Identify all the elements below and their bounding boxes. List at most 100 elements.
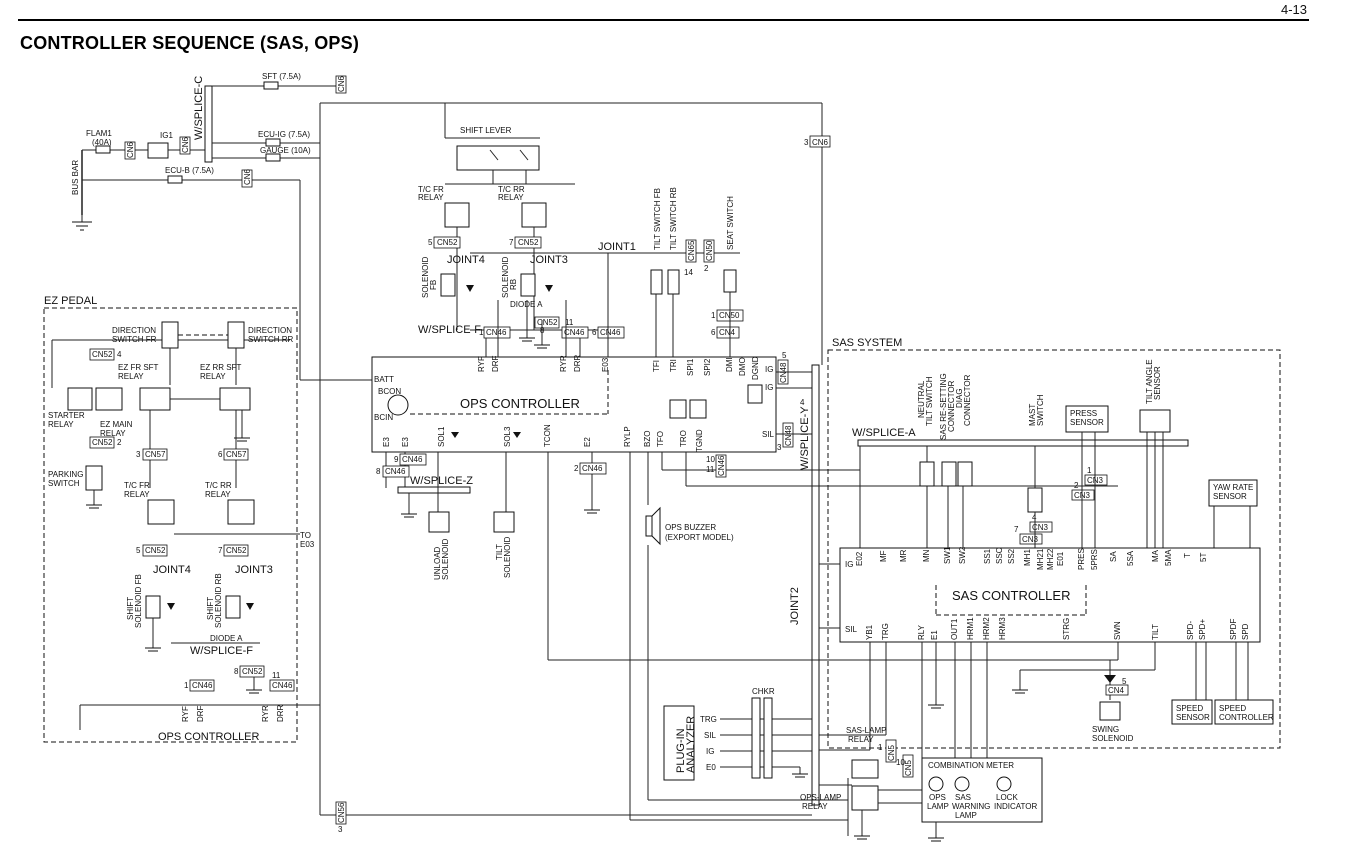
svg-text:6: 6	[711, 328, 716, 337]
svg-text:SWITCH RR: SWITCH RR	[248, 335, 294, 344]
svg-text:SIL: SIL	[704, 731, 717, 740]
svg-text:LAMP: LAMP	[955, 811, 977, 820]
svg-text:W/SPLICE-Z: W/SPLICE-Z	[410, 475, 473, 487]
ig1-label: IG1	[160, 131, 173, 140]
speed-sensor	[1171, 699, 1213, 725]
svg-text:SIL: SIL	[762, 430, 775, 439]
svg-text:E3: E3	[401, 437, 410, 447]
svg-text:CN57: CN57	[226, 450, 247, 459]
tc-rr-relay-ez	[227, 499, 255, 525]
svg-text:DRR: DRR	[573, 354, 582, 372]
sas-controller-title: SAS CONTROLLER	[952, 588, 1070, 603]
svg-text:IG: IG	[765, 383, 773, 392]
svg-text:6: 6	[218, 450, 223, 459]
svg-text:5: 5	[1122, 677, 1127, 686]
svg-text:IG: IG	[765, 365, 773, 374]
svg-text:3: 3	[136, 450, 141, 459]
direction-switch-fr	[161, 321, 179, 349]
svg-text:LOCK: LOCK	[996, 793, 1018, 802]
ez-pedal-section: EZ PEDAL CN52 4 DIRECTION SWITCH FR DIRE…	[43, 295, 320, 743]
flam1-label: FLAM1	[86, 129, 112, 138]
svg-text:3: 3	[338, 825, 343, 834]
svg-text:E01: E01	[1056, 551, 1065, 566]
neutral-tilt-switch	[919, 461, 935, 487]
svg-text:SENSOR: SENSOR	[1213, 492, 1247, 501]
svg-text:WARNING: WARNING	[952, 802, 990, 811]
svg-text:TFO: TFO	[656, 431, 665, 447]
svg-text:SWN: SWN	[1113, 621, 1122, 640]
page-title: CONTROLLER SEQUENCE (SAS, OPS)	[20, 33, 360, 53]
joint4-top: JOINT4	[447, 254, 485, 266]
svg-text:MN: MN	[922, 549, 931, 562]
svg-text:SAS: SAS	[955, 793, 971, 802]
tc-rr-relay-top	[521, 202, 547, 228]
yaw-rate-sensor	[1208, 479, 1258, 507]
svg-text:9: 9	[394, 455, 399, 464]
splice-y: W/SPLICE-Y JOINT2 4	[789, 364, 820, 806]
svg-text:RELAY: RELAY	[498, 193, 524, 202]
bottom-section: PLUG-IN ANALYZER TRG SIL IG E0 CHKR SAS-…	[320, 687, 1043, 842]
svg-text:PLUG-IN: PLUG-IN	[675, 728, 687, 773]
ops-buzzer	[645, 515, 653, 537]
svg-text:CN56: CN56	[337, 802, 346, 823]
svg-text:4: 4	[800, 398, 805, 407]
svg-text:CN46: CN46	[402, 455, 423, 464]
shift-lever-label: SHIFT LEVER	[460, 126, 512, 135]
svg-text:RYLP: RYLP	[623, 426, 632, 447]
svg-text:SPD: SPD	[1241, 623, 1250, 640]
svg-text:W/SPLICE-F: W/SPLICE-F	[190, 645, 253, 657]
svg-text:T/C FR: T/C FR	[418, 185, 444, 194]
tilt-switch-fb	[650, 269, 663, 295]
svg-text:10: 10	[896, 758, 905, 767]
svg-text:W/SPLICE-Y: W/SPLICE-Y	[799, 406, 811, 470]
svg-text:SPD+: SPD+	[1198, 619, 1207, 640]
splice-z-section: CN46 9 CN46 8 W/SPLICE-Z UNLOAD SOLENOID…	[376, 452, 1118, 821]
svg-text:SWITCH: SWITCH	[1036, 394, 1045, 426]
svg-text:CN46: CN46	[582, 464, 603, 473]
svg-text:MH21: MH21	[1036, 548, 1045, 570]
svg-text:E2: E2	[583, 437, 592, 447]
svg-text:5SA: 5SA	[1126, 550, 1135, 566]
svg-text:T/C RR: T/C RR	[498, 185, 525, 194]
svg-text:CN52: CN52	[226, 546, 247, 555]
svg-text:DIRECTION: DIRECTION	[112, 326, 156, 335]
diode-top-right	[545, 285, 553, 292]
svg-text:YAW RATE: YAW RATE	[1213, 483, 1253, 492]
svg-text:RELAY: RELAY	[802, 802, 828, 811]
svg-text:5PRS: 5PRS	[1090, 549, 1099, 570]
svg-text:11: 11	[565, 318, 574, 327]
svg-text:ANALYZER: ANALYZER	[685, 716, 697, 773]
svg-text:SPI2: SPI2	[703, 358, 712, 376]
svg-text:CONNECTOR: CONNECTOR	[947, 380, 956, 432]
svg-text:CN4: CN4	[719, 328, 736, 337]
svg-text:E03: E03	[300, 540, 315, 549]
svg-text:T/C RR: T/C RR	[205, 481, 232, 490]
svg-text:TRO: TRO	[679, 430, 688, 447]
svg-text:E0: E0	[706, 763, 716, 772]
joint3-top: JOINT3	[530, 254, 568, 266]
svg-text:TO: TO	[300, 531, 311, 540]
svg-text:INDICATOR: INDICATOR	[994, 802, 1037, 811]
connector-cn6-flam1	[124, 141, 136, 160]
ops-controller-title: OPS CONTROLLER	[460, 396, 580, 411]
svg-text:SOLENOID FB: SOLENOID FB	[134, 574, 143, 628]
joint1-label: JOINT1	[598, 241, 636, 253]
svg-text:RELAY: RELAY	[100, 429, 126, 438]
shift-solenoid-rb-ez	[225, 595, 241, 619]
plugin-analyzer	[663, 705, 695, 781]
ig1-switch	[147, 142, 169, 159]
svg-text:SWING: SWING	[1092, 725, 1119, 734]
ops-controller-box	[371, 356, 777, 453]
svg-text:CN46: CN46	[600, 328, 621, 337]
svg-text:MF: MF	[879, 550, 888, 562]
svg-text:SPEED: SPEED	[1176, 704, 1203, 713]
svg-text:SENSOR: SENSOR	[1070, 418, 1104, 427]
svg-text:8: 8	[376, 467, 381, 476]
top-rule	[18, 19, 1309, 21]
svg-text:HRM3: HRM3	[998, 617, 1007, 640]
svg-text:SOLENOID: SOLENOID	[501, 256, 510, 298]
svg-text:8: 8	[234, 667, 239, 676]
svg-text:RYF: RYF	[477, 356, 486, 372]
sas-resetting-connector	[941, 461, 957, 487]
svg-text:SAS-LAMP: SAS-LAMP	[846, 726, 886, 735]
